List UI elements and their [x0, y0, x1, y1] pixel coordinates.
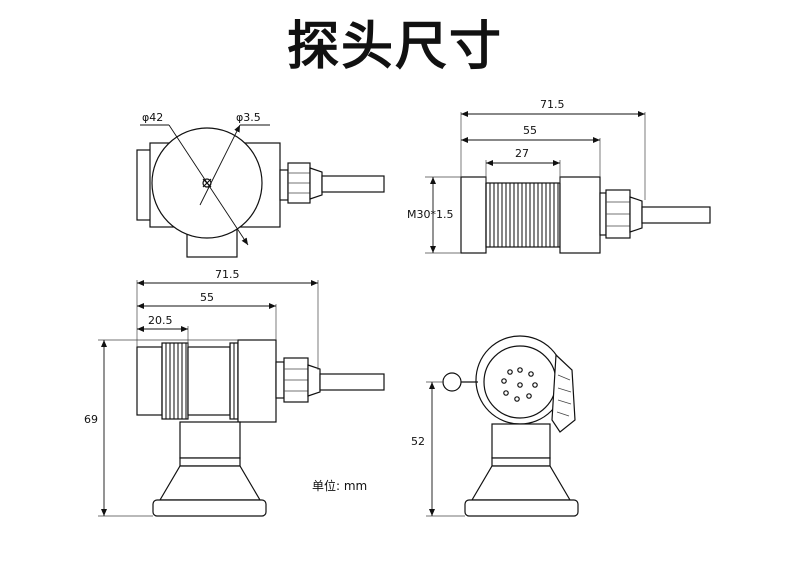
dim-height-label: 69: [84, 413, 98, 426]
dim-body-length-label: 55: [523, 124, 537, 137]
dim-body-length-3-label: 55: [200, 291, 214, 304]
hole-leader: [199, 124, 241, 206]
stem-collar-2: [491, 457, 551, 467]
probe-head-3: [136, 346, 163, 416]
gland-tip-2: [629, 196, 643, 233]
diameter-leader: [168, 124, 249, 246]
dim-total-length-3-label: 71.5: [215, 268, 240, 281]
housing-rear-3: [237, 339, 277, 423]
page-title: 探头尺寸: [286, 17, 503, 77]
base-flange-taper-2: [470, 465, 572, 501]
cable-2: [641, 206, 711, 224]
gland-base-3: [275, 361, 285, 399]
base-flange-taper: [158, 465, 262, 501]
diameter-label: φ42: [142, 111, 163, 124]
dim-total-length-label: 71.5: [540, 98, 565, 111]
side-clamp: [551, 353, 576, 433]
front-view-bottom: 71.5 55 20.5 69: [84, 268, 385, 517]
thread-right: [229, 342, 239, 420]
probe-head: [460, 176, 487, 254]
thread-section: [485, 182, 561, 248]
stem-collar: [179, 457, 241, 467]
dim-thread-length-label: 27: [515, 147, 529, 160]
dim-height-2-label: 52: [411, 435, 425, 448]
gland-base: [279, 169, 289, 201]
side-knob: [442, 372, 462, 392]
base-plate: [152, 499, 267, 517]
thread-left: [161, 342, 189, 420]
support-stem: [179, 421, 241, 459]
housing-center: [187, 346, 231, 416]
base-plate-2: [464, 499, 579, 517]
gland-base-2: [599, 192, 607, 236]
cable: [321, 175, 385, 193]
cable-3: [319, 373, 385, 391]
unit-label: 单位: mm: [312, 478, 367, 493]
front-view-top: φ42 φ3.5: [136, 111, 385, 258]
probe-face-circle-2: [475, 335, 565, 425]
support-stem-2: [491, 423, 551, 459]
thread-spec-label: M30*1.5: [407, 208, 453, 221]
gland-tip: [309, 167, 323, 200]
housing-rear: [559, 176, 601, 254]
gland-tip-3: [307, 364, 321, 397]
dim-part-length-label: 20.5: [148, 314, 173, 327]
side-view-top: 71.5 55 27 M30*1.5: [407, 98, 711, 254]
hole-diameter-label: φ3.5: [236, 111, 261, 124]
side-view-bottom: 52: [411, 335, 579, 517]
